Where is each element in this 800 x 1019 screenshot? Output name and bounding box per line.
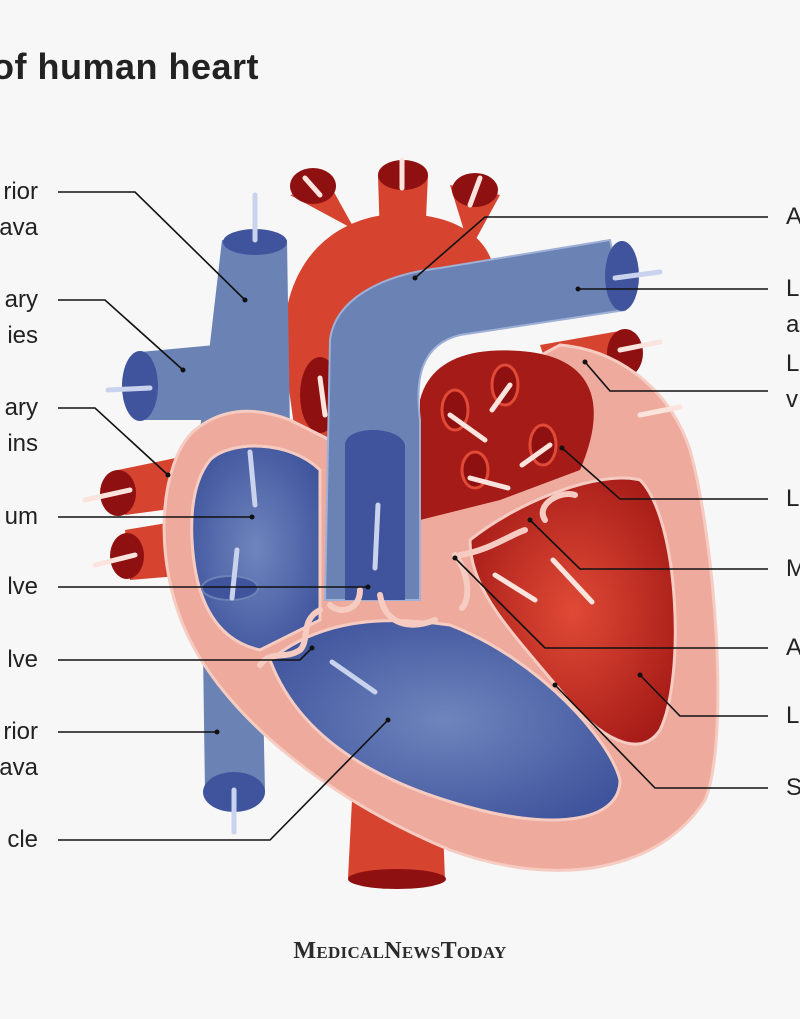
label-left-atrium: L bbox=[786, 485, 800, 512]
coronary-sinus bbox=[201, 575, 259, 601]
diagram-title: of human heart bbox=[0, 46, 260, 87]
label-right-atrium: um bbox=[4, 503, 38, 530]
leader-dots bbox=[165, 275, 643, 735]
label-aortic-valve: A bbox=[786, 634, 800, 661]
medical-news-today-logo: MedicalNewsToday bbox=[293, 938, 507, 964]
left-ventricle bbox=[468, 476, 677, 746]
blood-flow-arrows bbox=[82, 157, 683, 835]
label-aorta: A bbox=[786, 203, 800, 230]
leader-lines bbox=[58, 191, 768, 841]
label-tricuspid-valve: lve bbox=[7, 646, 38, 673]
valves bbox=[257, 491, 578, 668]
label-right-ventricle: cle bbox=[7, 826, 38, 853]
label-septum: S bbox=[786, 774, 800, 801]
label-mitral-valve: M bbox=[786, 555, 800, 582]
label-pulmonary-valve: lve bbox=[7, 573, 38, 600]
label-left-ventricle: L bbox=[786, 702, 800, 729]
superior-vena-cava bbox=[200, 229, 290, 430]
